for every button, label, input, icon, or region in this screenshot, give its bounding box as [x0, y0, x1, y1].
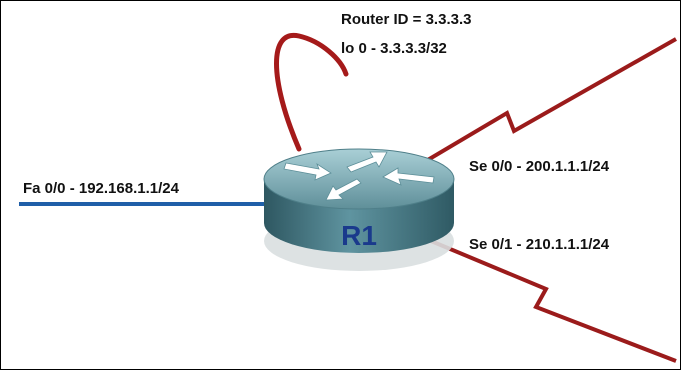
- router-direction-arrows: [283, 151, 435, 201]
- router-name: R1: [341, 220, 377, 251]
- fa00-label: Fa 0/0 - 192.168.1.1/24: [23, 180, 180, 197]
- router-icon: R1: [263, 148, 455, 271]
- loopback-loop: [274, 32, 349, 152]
- loopback-label: lo 0 - 3.3.3.3/32: [341, 40, 447, 57]
- se01-link: [430, 239, 677, 363]
- se00-label: Se 0/0 - 200.1.1.1/24: [469, 158, 610, 175]
- router-id-label: Router ID = 3.3.3.3: [341, 11, 471, 28]
- se00-link: [424, 37, 677, 163]
- se01-label: Se 0/1 - 210.1.1.1/24: [469, 236, 610, 253]
